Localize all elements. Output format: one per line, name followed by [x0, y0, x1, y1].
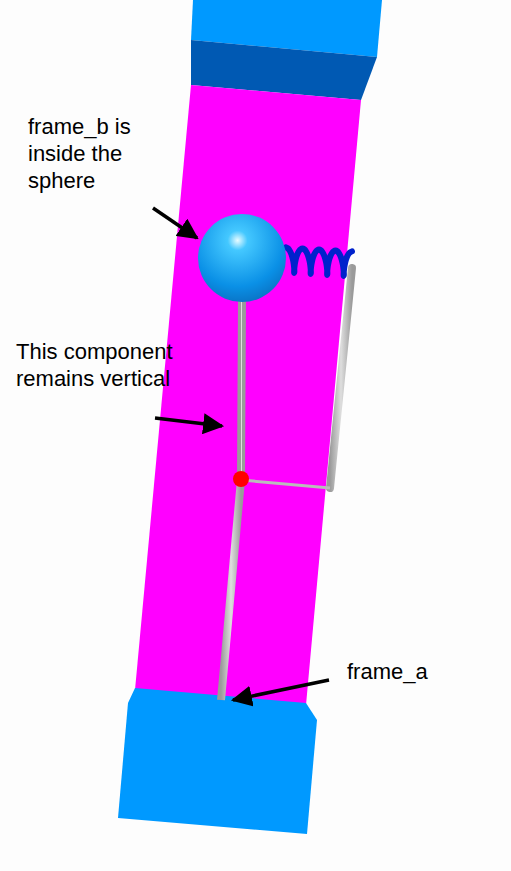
- bottom-block: [118, 688, 317, 834]
- callout-label: This component remains vertical: [16, 338, 221, 392]
- leader-arrow: [153, 208, 197, 238]
- cross-rod: [241, 480, 330, 488]
- spring: [286, 247, 352, 275]
- body-bar: [135, 85, 361, 705]
- lower-rod: [221, 480, 241, 700]
- side-rod: [330, 268, 352, 488]
- leader-arrow: [155, 418, 222, 426]
- sphere: [198, 214, 286, 302]
- leader-arrow: [233, 680, 329, 700]
- joint-dot: [233, 471, 249, 487]
- callout-label: frame_a: [347, 658, 467, 685]
- vertical-rod: [241, 300, 242, 478]
- callout-label: frame_b is inside the sphere: [28, 113, 148, 194]
